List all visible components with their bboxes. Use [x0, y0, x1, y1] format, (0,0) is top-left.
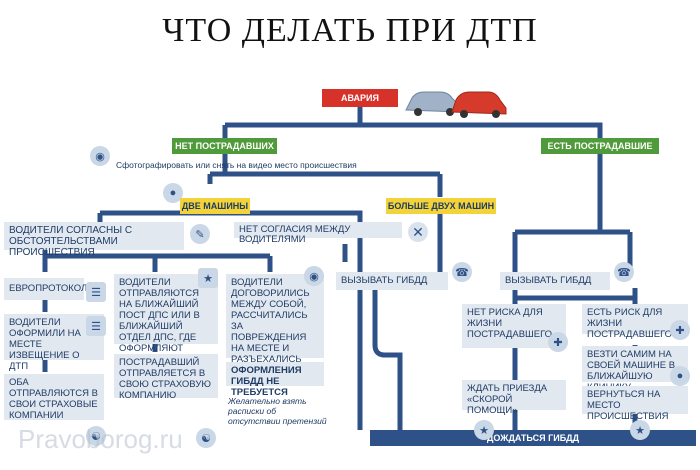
no-gibdd-text: ОФОРМЛЕНИЯ ГИБДД НЕ ТРЕБУЕТСЯ: [231, 365, 302, 398]
return-scene-text: ВЕРНУТЬСЯ НА МЕСТО ПРОИСШЕСТВИЯ: [587, 389, 669, 422]
europrotocol-text: ЕВРОПРОТОКОЛ*: [9, 283, 91, 294]
car-icon: ●: [163, 183, 183, 203]
node-victim-insurance: ПОСТРАДАВШИЙ ОТПРАВЛЯЕТСЯ В СВОЮ СТРАХОВ…: [114, 354, 218, 401]
node-wait-ambulance: ЖДАТЬ ПРИЕЗДА «СКОРОЙ ПОМОЩИ»: [462, 380, 566, 416]
both-send-text: ОБА ОТПРАВЛЯЮТСЯ В СВОИ СТРАХОВЫЕ КОМПАН…: [9, 377, 98, 421]
node-no-gibdd: ОФОРМЛЕНИЯ ГИБДД НЕ ТРЕБУЕТСЯ: [226, 362, 324, 398]
node-both-send: ОБА ОТПРАВЛЯЮТСЯ В СВОИ СТРАХОВЫЕ КОМПАН…: [4, 374, 104, 421]
car-clinic-icon: ●: [670, 366, 690, 386]
watermark: Pravoborog.ru: [18, 424, 183, 454]
node-drivers-agree: ВОДИТЕЛИ СОГЛАСНЫ С ОБСТОЯТЕЛЬСТВАМИ ПРО…: [4, 222, 184, 258]
node-return-scene: ВЕРНУТЬСЯ НА МЕСТО ПРОИСШЕСТВИЯ: [582, 386, 688, 422]
police-car-icon: ★: [474, 420, 494, 440]
node-more-two: БОЛЬШЕ ДВУХ МАШИН: [386, 198, 496, 214]
drivers-agreed-text: ВОДИТЕЛИ ДОГОВОРИЛИСЬ МЕЖДУ СОБОЙ, РАССЧ…: [231, 277, 310, 365]
ambulance-icon: ✚: [670, 320, 690, 340]
node-accident: АВАРИЯ: [322, 89, 398, 107]
officer-icon: ☎: [452, 262, 472, 282]
document-icon: ☰: [86, 282, 106, 302]
risk-text: ЕСТЬ РИСК ДЛЯ ЖИЗНИ ПОСТРАДАВШЕГО: [587, 307, 673, 340]
police-car-icon-2: ★: [630, 420, 650, 440]
node-no-injured: НЕТ ПОСТРАДАВШИХ: [172, 138, 277, 154]
insurance-office-icon: ☯: [196, 428, 216, 448]
call-gibdd-1-text: ВЫЗЫВАТЬ ГИБДД: [341, 275, 428, 286]
node-europrotocol: ЕВРОПРОТОКОЛ*: [4, 278, 91, 300]
cross-icon: ✕: [408, 222, 428, 242]
photo-hint: Сфотографировать или снять на видео мест…: [116, 160, 357, 170]
no-agreement-text: НЕТ СОГЛАСИЯ МЕЖДУ ВОДИТЕЛЯМИ: [239, 224, 351, 245]
insurance-icon: ☯: [86, 426, 106, 446]
receipts-note: Желательно взять расписки об отсутствии …: [228, 396, 327, 426]
no-risk-text: НЕТ РИСКА ДЛЯ ЖИЗНИ ПОСТРАДАВШЕГО: [467, 307, 553, 340]
node-no-agreement: НЕТ СОГЛАСИЯ МЕЖДУ ВОДИТЕЛЯМИ: [234, 222, 402, 245]
drivers-fill-text: ВОДИТЕЛИ ОФОРМИЛИ НА МЕСТЕ ИЗВЕЩЕНИЕ О Д…: [9, 317, 81, 372]
node-two-cars: ДВЕ МАШИНЫ: [180, 198, 250, 214]
victim-insurance-text: ПОСТРАДАВШИЙ ОТПРАВЛЯЕТСЯ В СВОЮ СТРАХОВ…: [119, 357, 211, 401]
wait-gibdd-text: ДОЖДАТЬСЯ ГИБДД: [487, 433, 579, 443]
drivers-agree-text: ВОДИТЕЛИ СОГЛАСНЫ С ОБСТОЯТЕЛЬСТВАМИ ПРО…: [9, 225, 133, 258]
medical-icon: ✚: [548, 332, 568, 352]
money-icon: ◉: [304, 266, 324, 286]
wait-ambulance-text: ЖДАТЬ ПРИЕЗДА «СКОРОЙ ПОМОЩИ»: [467, 383, 548, 416]
node-drivers-agreed: ВОДИТЕЛИ ДОГОВОРИЛИСЬ МЕЖДУ СОБОЙ, РАССЧ…: [226, 274, 324, 365]
camera-icon: ◉: [90, 146, 110, 166]
node-call-gibdd-1: ВЫЗЫВАТЬ ГИБДД: [336, 272, 448, 290]
call-gibdd-2-text: ВЫЗЫВАТЬ ГИБДД: [505, 275, 592, 286]
page-title: ЧТО ДЕЛАТЬ ПРИ ДТП: [162, 12, 538, 49]
officer-icon-2: ☎: [614, 262, 634, 282]
form-icon: ☰: [86, 316, 106, 336]
handshake-icon: ✎: [190, 224, 210, 244]
police-icon: ★: [198, 268, 218, 288]
node-wait-gibdd: ДОЖДАТЬСЯ ГИБДД: [370, 430, 696, 446]
cars-illustration: [402, 84, 510, 120]
node-call-gibdd-2: ВЫЗЫВАТЬ ГИБДД: [500, 272, 610, 290]
node-injured: ЕСТЬ ПОСТРАДАВШИЕ: [541, 138, 659, 154]
